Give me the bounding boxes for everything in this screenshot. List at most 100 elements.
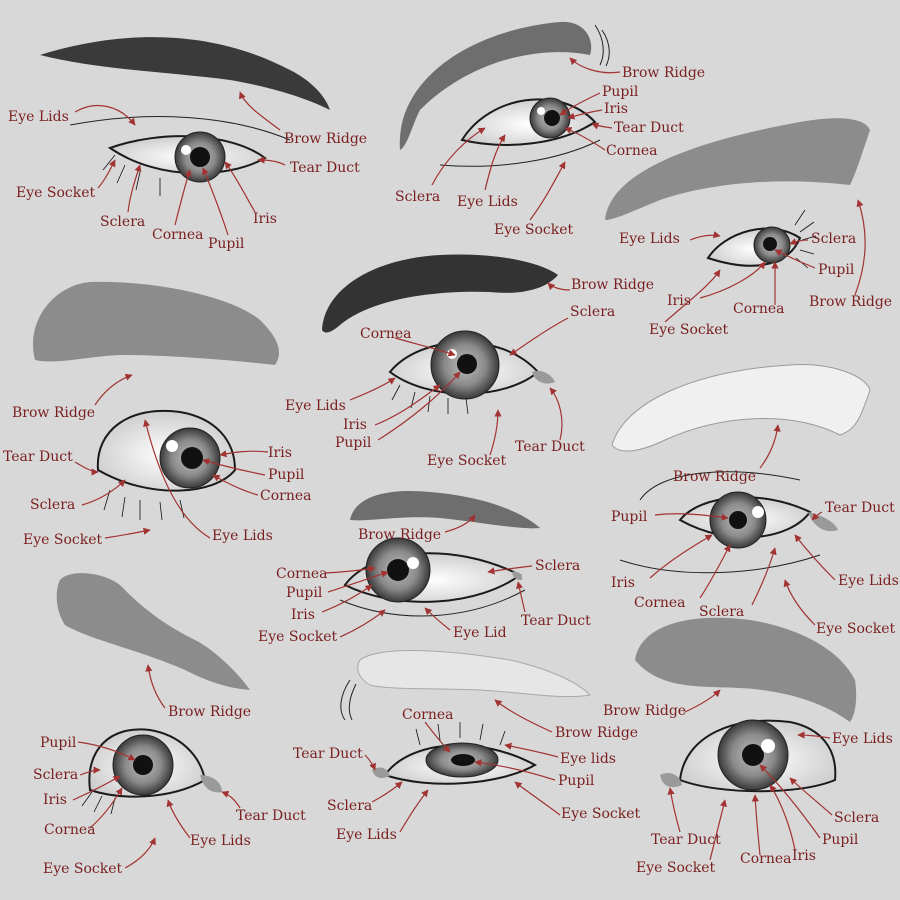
eye-9-label-sclera: Sclera: [327, 798, 372, 814]
eye-7-arrow-cornea: [324, 565, 376, 574]
eye-6-label-iris: Iris: [611, 575, 635, 591]
eye-9-brow-strokes: [340, 679, 357, 721]
eye-9-brow: [357, 650, 592, 698]
eye-1-highlight: [181, 145, 191, 155]
eye-6-arrow-pupil: [654, 513, 729, 521]
eye-7-arrow-brow: [444, 514, 476, 533]
eye-4-label-sclera: Sclera: [30, 497, 75, 513]
eye-5-arrow-sclera: [509, 317, 569, 356]
eye-7-label-sclera: Sclera: [535, 558, 580, 574]
eye-4-lashes: [103, 489, 185, 521]
eye-10-label-lids: Eye Lids: [832, 731, 893, 747]
eye-2-arrow-tear: [591, 122, 613, 130]
eye-3-label-cornea: Cornea: [733, 301, 784, 317]
eye-10-label-tear: Tear Duct: [651, 832, 721, 848]
eye-8-label-brow: Brow Ridge: [168, 704, 251, 720]
eye-3-arrow-brow: [854, 199, 866, 296]
eye-8-arrow-brow: [145, 664, 166, 709]
eye-8-arrow-lids: [166, 799, 191, 839]
eye-1-arrow-cornea: [174, 169, 192, 226]
eye-7-label-tear: Tear Duct: [521, 613, 591, 629]
eye-8-pupil: [133, 755, 153, 775]
eye-2-arrow-brow: [569, 57, 621, 74]
eye-2-arrow-sclera: [431, 127, 486, 186]
eye-2-arrow-cornea: [564, 127, 606, 151]
eye-4-arrow-sclera: [81, 479, 126, 506]
eye-8-arrow-tear: [221, 790, 241, 809]
eye-10-group: Brow Ridge Eye Lids Sclera Pupil Tear Du…: [603, 617, 893, 876]
eye-9-arrow-brow: [494, 699, 553, 733]
eye-3-arrow-iris: [699, 261, 766, 299]
eye-1-label-tear: Tear Duct: [290, 160, 360, 176]
eye-6-highlight: [752, 506, 764, 518]
eye-9-label-tear: Tear Duct: [293, 746, 363, 762]
eye-5-label-socket: Eye Socket: [427, 453, 506, 469]
eye-5-brow: [322, 254, 558, 333]
eye-10-arrow-iris: [769, 784, 796, 851]
eye-4-label-brow: Brow Ridge: [12, 405, 95, 421]
eye-8-label-sclera: Sclera: [33, 767, 78, 783]
eye-10-arrow-cornea: [751, 794, 761, 856]
eye-1-arrow-tear: [257, 156, 286, 166]
eye-2-label-lids: Eye Lids: [457, 194, 518, 210]
eye-10-tear-duct: [660, 773, 682, 788]
eye-5-label-tear: Tear Duct: [515, 439, 585, 455]
eye-1-label-socket: Eye Socket: [16, 185, 95, 201]
eye-9-label-socket: Eye Socket: [561, 806, 640, 822]
eye-10-label-cornea: Cornea: [740, 851, 791, 867]
eye-9-arrow-socket: [514, 781, 561, 816]
eye-9-arrow-sclera: [371, 781, 403, 803]
eye-1-label-iris: Iris: [253, 211, 277, 227]
eye-8-arrow-cornea: [89, 787, 123, 829]
eye-9-label-cornea: Cornea: [402, 707, 453, 723]
eye-7-arrow-tear: [516, 581, 526, 613]
eye-3-lashes: [794, 209, 817, 269]
eye-2-label-cornea: Cornea: [606, 143, 657, 159]
eye-4-label-cornea: Cornea: [260, 488, 311, 504]
eye-6-label-brow: Brow Ridge: [673, 469, 756, 485]
eye-2-pupil: [544, 110, 560, 126]
eye-4-label-tear: Tear Duct: [3, 449, 73, 465]
eye-9-arrow-pupil: [474, 759, 556, 781]
eye-10-pupil: [742, 744, 764, 766]
eye-6-arrow-tear: [811, 511, 823, 521]
eye-10-arrow-socket: [709, 799, 727, 861]
eye-2-arrow-lids: [484, 134, 506, 191]
eye-2-arrow-iris: [567, 109, 603, 120]
eye-9-arrow-eyelids: [504, 742, 559, 758]
eye-9-group: Cornea Brow Ridge Tear Duct Eye lids Pup…: [293, 650, 640, 843]
eye-6-label-lids: Eye Lids: [838, 573, 899, 589]
eye-9-arrow-cornea: [424, 721, 451, 753]
eye-6-group: Brow Ridge Tear Duct Pupil Iris Eye Lids…: [611, 364, 899, 637]
eye-8-label-tear: Tear Duct: [236, 808, 306, 824]
eye-7-label-cornea: Cornea: [276, 566, 327, 582]
eye-3-label-socket: Eye Socket: [649, 322, 728, 338]
eye-7-arrow-socket: [339, 609, 386, 638]
eye-6-socket-line: [619, 471, 821, 574]
eye-5-arrow-cornea: [394, 337, 456, 357]
eye-10-label-sclera: Sclera: [834, 810, 879, 826]
eye-3-label-brow: Brow Ridge: [809, 294, 892, 310]
eye-1-label-pupil: Pupil: [208, 236, 245, 252]
eye-5-group: Brow Ridge Sclera Cornea Eye Lids Iris P…: [285, 254, 654, 469]
eye-5-label-iris: Iris: [343, 417, 367, 433]
eye-2-label-sclera: Sclera: [395, 189, 440, 205]
eye-6-label-tear: Tear Duct: [825, 500, 895, 516]
eye-8-label-cornea: Cornea: [44, 822, 95, 838]
eye-4-arrow-cornea: [212, 474, 259, 496]
eye-4-group: Brow Ridge Tear Duct Iris Pupil Cornea S…: [3, 281, 311, 548]
eye-6-arrow-iris: [649, 534, 713, 579]
eye-1-brow: [40, 37, 330, 110]
eye-9-arrow-tear: [364, 754, 376, 771]
eye-5-tear-duct: [532, 370, 555, 384]
eye-3-label-sclera: Sclera: [811, 231, 856, 247]
eye-4-brow: [33, 281, 280, 365]
eye-5-arrow-pupil: [377, 371, 461, 441]
eye-8-group: Brow Ridge Pupil Sclera Iris Cornea Tear…: [33, 573, 306, 877]
eye-6-arrow-brow: [759, 424, 781, 469]
eye-7-brow: [350, 490, 540, 529]
eye-9-lashes: [415, 722, 506, 746]
eye-7-label-pupil: Pupil: [286, 585, 323, 601]
eye-8-arrow-pupil: [77, 741, 136, 761]
eye-7-arrow-sclera: [487, 565, 533, 575]
